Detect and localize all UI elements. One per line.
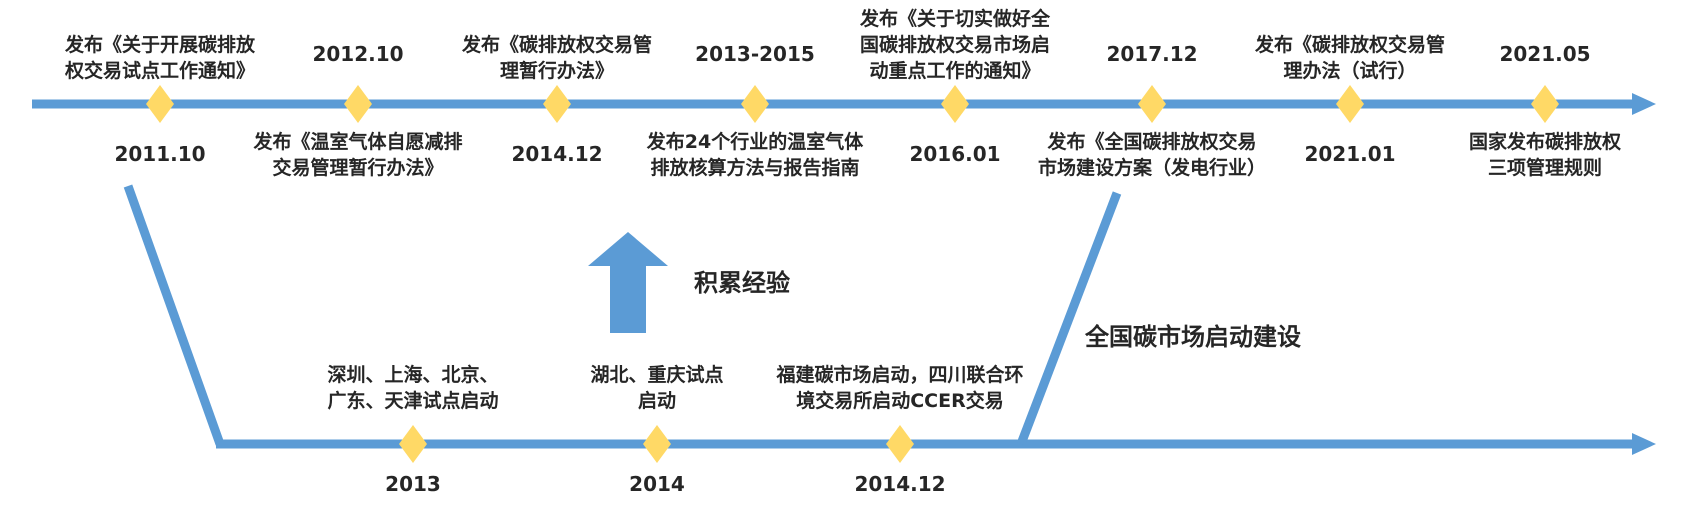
right-connector-line — [1016, 191, 1122, 446]
top-timeline-arrowhead — [1632, 93, 1656, 115]
top-event-date: 2021.01 — [1304, 142, 1396, 166]
national-market-label: 全国碳市场启动建设 — [1085, 323, 1301, 351]
top-milestone-marker — [741, 85, 769, 123]
accumulate-experience-label: 积累经验 — [694, 269, 790, 297]
bottom-event-text: 福建碳市场启动，四川联合环境交易所启动CCER交易 — [776, 364, 1024, 412]
top-event-text: 发布《关于切实做好全国碳排放权交易市场启动重点工作的通知》 — [859, 8, 1051, 82]
top-milestone-marker — [941, 85, 969, 123]
bottom-timeline-arrowhead — [1632, 433, 1656, 455]
top-event-date: 2014.12 — [511, 142, 603, 166]
top-event-text: 国家发布碳排放权三项管理规则 — [1468, 131, 1622, 179]
bottom-event-text: 湖北、重庆试点启动 — [590, 364, 724, 412]
top-event-text: 发布《碳排放权交易管理暂行办法》 — [461, 34, 653, 82]
top-event-date: 2012.10 — [312, 42, 404, 66]
top-milestone-marker — [1138, 85, 1166, 123]
up-arrow-shape — [588, 232, 668, 333]
top-milestone-marker — [1531, 85, 1559, 123]
top-milestone-marker — [1336, 85, 1364, 123]
bottom-event-date: 2014 — [629, 472, 685, 496]
top-event-text: 发布24个行业的温室气体排放核算方法与报告指南 — [646, 131, 864, 179]
top-event-text: 发布《碳排放权交易管理办法（试行） — [1254, 34, 1446, 82]
top-milestone-marker — [146, 85, 174, 123]
top-event-text: 发布《温室气体自愿减排交易管理暂行办法》 — [253, 131, 463, 179]
top-milestone-marker — [543, 85, 571, 123]
top-event-date: 2013-2015 — [695, 42, 815, 66]
top-milestone-marker — [344, 85, 372, 123]
bottom-milestone-marker — [886, 425, 914, 463]
top-event-date: 2011.10 — [114, 142, 206, 166]
bottom-milestone-marker — [399, 425, 427, 463]
top-event-date: 2016.01 — [909, 142, 1001, 166]
top-event-text: 发布《关于开展碳排放权交易试点工作通知》 — [64, 34, 256, 82]
bottom-event-date: 2014.12 — [854, 472, 946, 496]
bottom-event-date: 2013 — [385, 472, 441, 496]
top-event-text: 发布《全国碳排放权交易市场建设方案（发电行业） — [1037, 131, 1267, 179]
top-event-date: 2021.05 — [1499, 42, 1591, 66]
top-event-date: 2017.12 — [1106, 42, 1198, 66]
bottom-milestone-marker — [643, 425, 671, 463]
left-connector-line — [123, 184, 225, 446]
bottom-event-text: 深圳、上海、北京、广东、天津试点启动 — [327, 364, 499, 412]
